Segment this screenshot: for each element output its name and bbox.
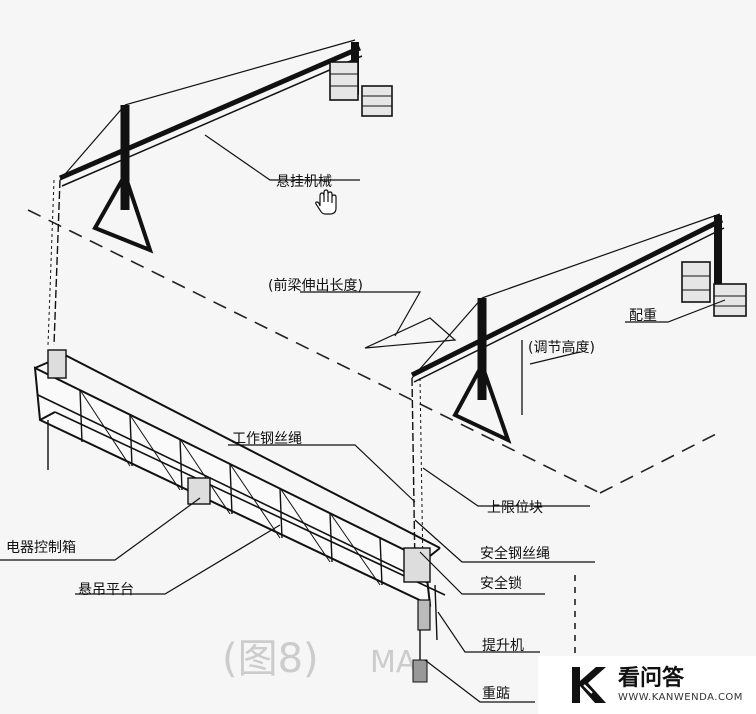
platform-outline <box>33 366 432 607</box>
electrical-control-box-shape <box>187 477 211 505</box>
label-hoist: 提升机 <box>482 638 524 654</box>
label-upper-limit-block: 上限位块 <box>487 500 543 516</box>
right-suspension-mechanism <box>410 213 747 444</box>
label-working-wire-rope: 工作钢丝绳 <box>232 431 302 447</box>
leader-suspension-mechanism <box>204 134 360 181</box>
right-beam-lower-chord <box>413 227 725 383</box>
label-electrical-control-box: 电器控制箱 <box>6 540 76 556</box>
bg-mark-figure: (图8) <box>222 636 319 682</box>
suspended-platform <box>33 349 446 641</box>
leader-heavy-weight <box>424 659 535 703</box>
leader-hoist <box>437 611 540 653</box>
leader-electrical-control-box <box>0 497 201 561</box>
left-safety-rope <box>47 179 55 346</box>
left-tie-rear <box>124 39 356 106</box>
hand-pointer-icon <box>315 189 337 215</box>
leader-upper-limit-block <box>422 467 590 507</box>
background-watermark: (图8) MA <box>222 636 417 682</box>
bg-mark-ma: MA <box>370 645 417 680</box>
right-counterweight-b <box>713 283 747 317</box>
brand-url: WWW.KANWENDA.COM <box>618 691 743 703</box>
wire-ropes <box>47 179 428 683</box>
left-suspension-mechanism <box>59 39 393 254</box>
platform-braces <box>79 389 381 586</box>
right-tie-front <box>411 297 483 379</box>
callout-labels: 悬挂机械 (前梁伸出长度) 配重 (调节高度) 工作钢丝绳 上限位块 电器控制箱… <box>6 174 657 702</box>
heavy-weight-block <box>412 659 428 683</box>
left-base-frame <box>92 170 154 254</box>
label-suspension-mechanism: 悬挂机械 <box>276 174 332 190</box>
platform-posts <box>79 389 383 586</box>
leader-working-wire-rope <box>228 444 416 503</box>
brand-k-logo <box>572 667 606 703</box>
right-safety-rope <box>419 377 424 571</box>
label-adjust-height: (调节高度) <box>528 339 595 356</box>
hoist-motor-shape <box>417 599 431 631</box>
roof-edge-side <box>599 431 721 494</box>
label-safety-wire-rope: 安全钢丝绳 <box>480 545 550 562</box>
leader-safety-lock <box>419 551 545 595</box>
brand-watermark: 看问答 WWW.KANWENDA.COM <box>538 656 756 714</box>
right-counterweight-a <box>681 261 711 303</box>
left-counterweight-a <box>329 61 359 101</box>
left-counterweight-b <box>361 85 393 117</box>
platform-back-rail <box>64 354 441 549</box>
label-safety-lock: 安全锁 <box>480 575 522 592</box>
front-beam-extension-marker <box>364 317 457 349</box>
callout-leaders <box>0 134 726 703</box>
right-front-beam <box>410 217 724 378</box>
platform-mid-rail <box>37 394 429 584</box>
left-beam-lower-chord <box>61 55 363 187</box>
label-front-beam-extension: (前梁伸出长度) <box>268 277 363 294</box>
leader-front-beam-extension <box>300 291 422 337</box>
right-base-frame <box>452 360 512 444</box>
left-tie-front <box>59 104 126 181</box>
label-suspended-platform: 悬吊平台 <box>78 582 134 598</box>
left-hoist-shape <box>47 349 67 379</box>
right-hoist-shape <box>403 547 431 583</box>
label-counterweight: 配重 <box>629 308 657 324</box>
right-wire-rope <box>411 377 416 571</box>
label-heavy-weight: 重踮 <box>482 686 510 702</box>
left-front-beam <box>59 45 361 181</box>
leader-counterweight <box>625 299 726 323</box>
leader-suspended-platform <box>75 524 281 595</box>
left-wire-rope <box>53 179 61 346</box>
leader-safety-wire-rope <box>414 519 595 563</box>
brand-name: 看问答 <box>618 666 685 692</box>
platform-floor-edge <box>54 411 446 596</box>
roof-edge-front <box>27 209 601 494</box>
leader-adjust-height <box>529 351 581 365</box>
right-tie-rear <box>481 213 721 299</box>
